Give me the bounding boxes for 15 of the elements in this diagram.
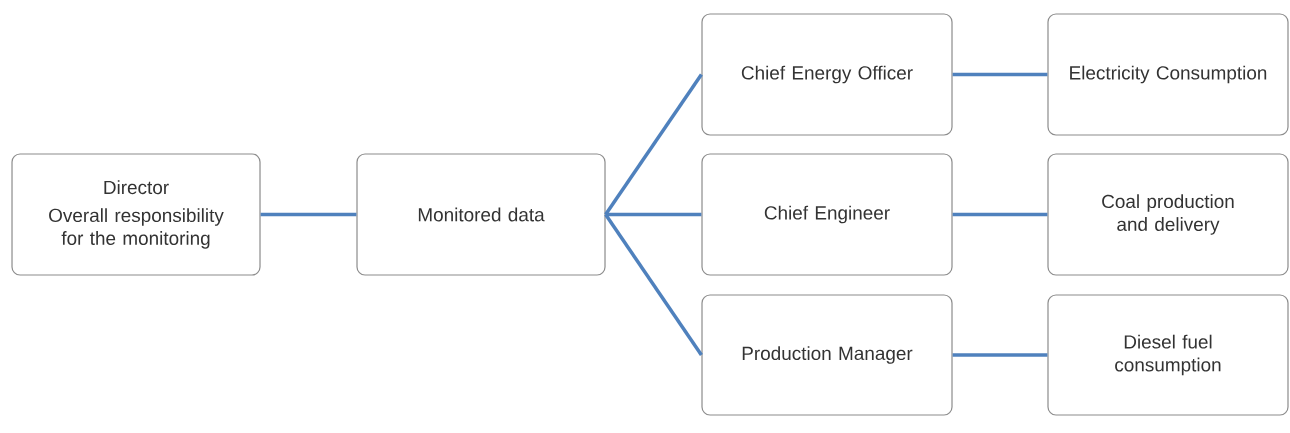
connector-line xyxy=(952,72,1048,77)
connector-line xyxy=(604,213,703,356)
connector-line xyxy=(604,73,703,216)
connector-line xyxy=(952,212,1048,217)
connector-line xyxy=(952,353,1048,357)
text-box: Chief Engineer xyxy=(701,153,953,276)
text-box: Production Manager xyxy=(701,294,953,416)
text-box: Director Overall responsibility for the monitoring xyxy=(11,153,261,276)
text-box: Monitored data xyxy=(356,153,606,276)
text-box: Coal production and delivery xyxy=(1047,153,1289,276)
text-box: Electricity Consumption xyxy=(1047,13,1289,136)
text-box: Chief Energy Officer xyxy=(701,13,953,136)
connector-line xyxy=(260,212,357,217)
connector-line xyxy=(605,212,702,217)
text-box: Diesel fuel consumption xyxy=(1047,294,1289,416)
